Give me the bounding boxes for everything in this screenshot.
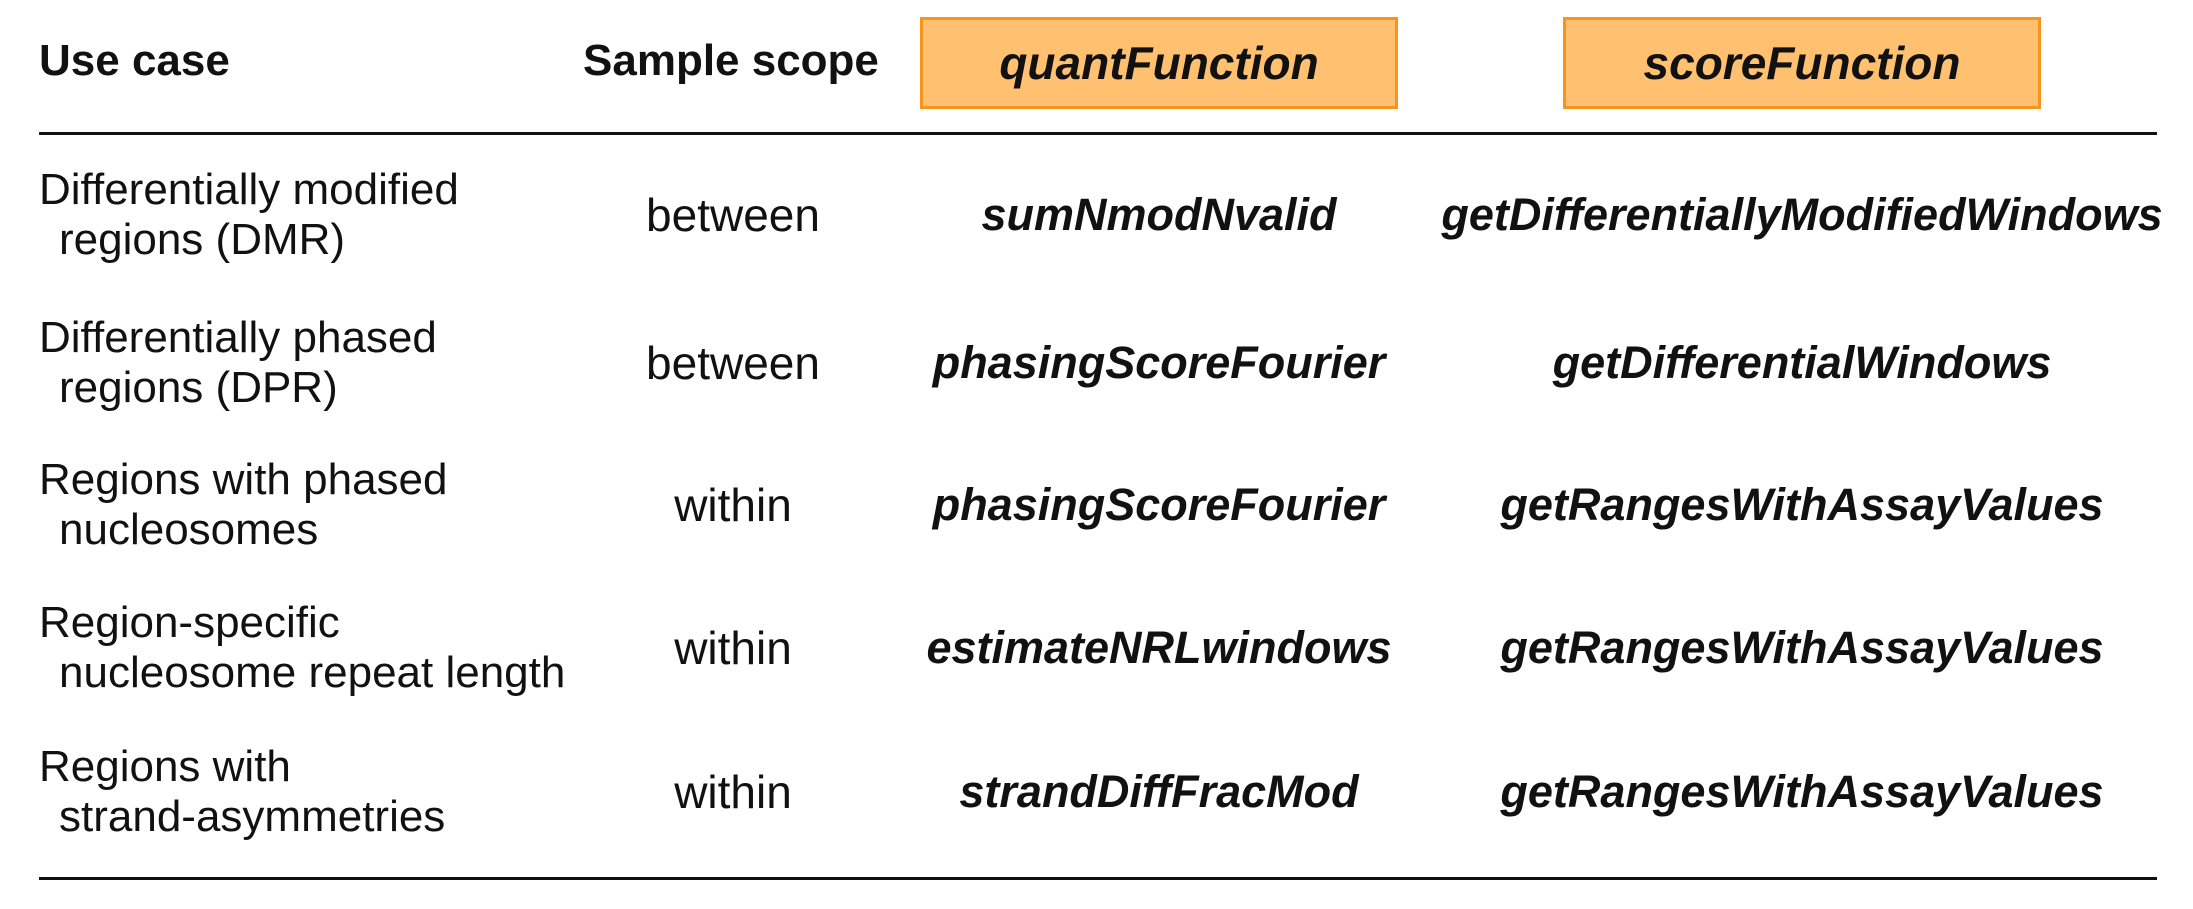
sample-scope-cell: within <box>674 766 792 818</box>
table-row: Differentially phased regions (DPR) betw… <box>0 313 2193 443</box>
score-function-cell: getDifferentiallyModifiedWindows <box>1441 189 2163 240</box>
score-function-cell: getRangesWithAssayValues <box>1500 479 2104 530</box>
use-case-line: Regions with phased <box>39 455 448 504</box>
quant-function-cell: strandDiffFracMod <box>959 766 1359 817</box>
use-case-line: nucleosome repeat length <box>59 648 566 697</box>
table-bottom-rule <box>39 877 2157 880</box>
header-quant-function: quantFunction <box>920 17 1398 109</box>
use-case-line: Differentially modified <box>39 165 459 214</box>
use-case-cell: Differentially modified regions (DMR) <box>39 165 619 265</box>
sample-scope-cell: within <box>674 622 792 674</box>
header-score-function-label: scoreFunction <box>1643 37 1961 89</box>
use-case-cell: Region-specific nucleosome repeat length <box>39 598 619 698</box>
use-case-cell: Regions with phased nucleosomes <box>39 455 619 555</box>
quant-function-cell: phasingScoreFourier <box>932 479 1386 530</box>
score-function-cell: getDifferentialWindows <box>1552 337 2052 388</box>
quant-function-cell: phasingScoreFourier <box>932 337 1386 388</box>
sample-scope-cell: between <box>646 189 820 241</box>
header-use-case: Use case <box>39 36 230 85</box>
use-case-cell: Regions with strand-asymmetries <box>39 742 619 842</box>
use-case-line: regions (DPR) <box>59 363 338 412</box>
use-case-cell: Differentially phased regions (DPR) <box>39 313 619 413</box>
table-row: Differentially modified regions (DMR) be… <box>0 165 2193 295</box>
use-case-line: Regions with <box>39 742 291 791</box>
score-function-cell: getRangesWithAssayValues <box>1500 766 2104 817</box>
header-sample-scope: Sample scope <box>583 36 879 85</box>
use-case-line: nucleosomes <box>59 505 319 554</box>
use-case-line: regions (DMR) <box>59 215 346 264</box>
score-function-cell: getRangesWithAssayValues <box>1500 622 2104 673</box>
header-quant-function-label: quantFunction <box>999 37 1319 89</box>
sample-scope-cell: within <box>674 479 792 531</box>
quant-function-cell: sumNmodNvalid <box>981 189 1337 240</box>
header-divider <box>39 132 2157 135</box>
use-case-line: strand-asymmetries <box>59 792 446 841</box>
header-score-function: scoreFunction <box>1563 17 2041 109</box>
table-row: Regions with strand-asymmetries within s… <box>0 742 2193 872</box>
quant-function-cell: estimateNRLwindows <box>926 622 1392 673</box>
use-case-line: Differentially phased <box>39 313 437 362</box>
sample-scope-cell: between <box>646 337 820 389</box>
table-row: Regions with phased nucleosomes within p… <box>0 455 2193 585</box>
use-case-line: Region-specific <box>39 598 340 647</box>
table-row: Region-specific nucleosome repeat length… <box>0 598 2193 728</box>
